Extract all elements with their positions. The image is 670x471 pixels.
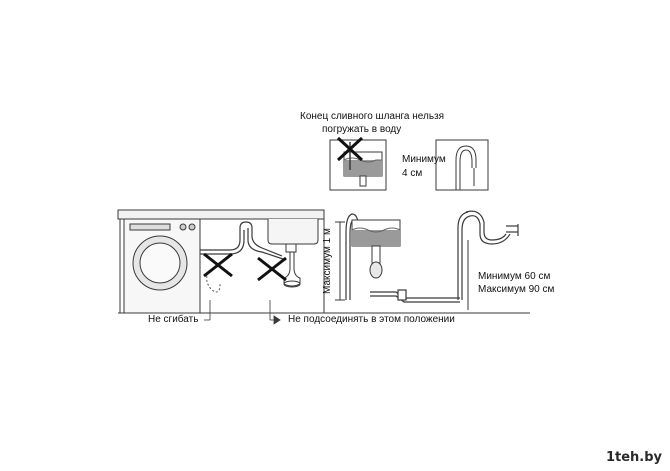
leader-lines bbox=[204, 300, 281, 325]
kitchen-sink bbox=[267, 219, 319, 253]
watermark-logo: 1teh.by bbox=[605, 450, 662, 465]
wall-trap bbox=[465, 210, 519, 245]
max-height-label: Максимум 90 см bbox=[478, 284, 555, 295]
cross-mark-submerge bbox=[336, 136, 364, 162]
cross-mark-connect bbox=[257, 256, 287, 282]
no-connect-label: Не подсоединять в этом положении bbox=[288, 314, 455, 325]
no-submerge-label-line2: погружать в воду bbox=[322, 124, 402, 135]
no-submerge-label-line1: Конец сливного шланга нельзя bbox=[300, 111, 445, 122]
min-height-label: Минимум 60 см bbox=[478, 271, 551, 282]
siphon-wrong bbox=[283, 252, 301, 288]
floor-hose bbox=[370, 289, 460, 303]
minimum-value: 4 см bbox=[402, 168, 423, 179]
inset-no-submerge bbox=[329, 139, 387, 191]
height-dimension-1m bbox=[335, 221, 345, 301]
standpipe bbox=[457, 211, 471, 300]
minimum-label: Минимум bbox=[402, 154, 446, 165]
inset-minimum-4cm bbox=[435, 139, 489, 191]
countertop bbox=[117, 209, 325, 313]
no-bend-label: Не сгибать bbox=[148, 314, 199, 325]
washing-machine bbox=[123, 218, 201, 314]
max-height-vertical-label: Максимум 1 м bbox=[322, 228, 333, 294]
water-container bbox=[351, 219, 401, 279]
cross-mark-bend bbox=[203, 252, 233, 278]
bent-hose bbox=[206, 271, 221, 293]
